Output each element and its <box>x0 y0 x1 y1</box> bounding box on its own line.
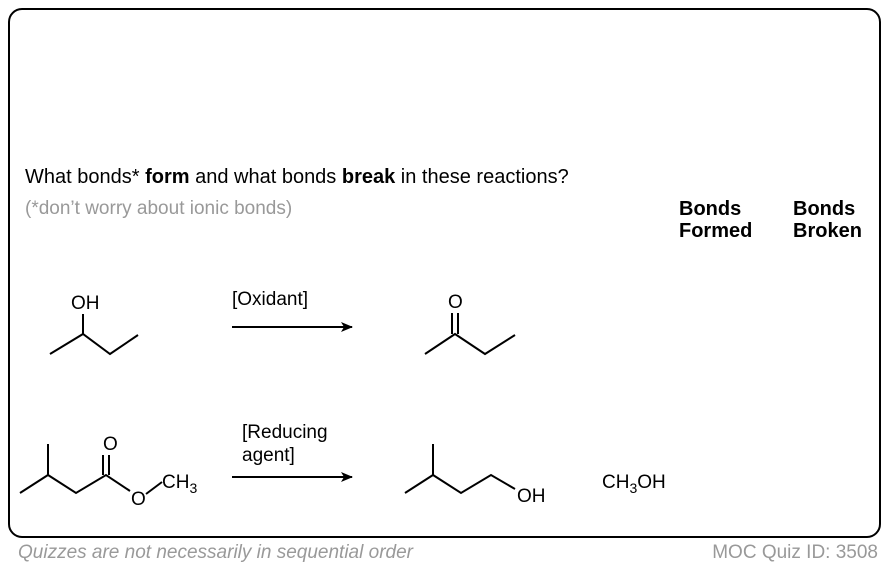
reaction2-methyl-ch: CH <box>162 472 189 493</box>
reaction2-product-alcohol <box>404 444 516 495</box>
quiz-frame <box>8 8 881 538</box>
reaction2-carbonyl-o-label: O <box>103 434 118 455</box>
reaction2-methyl-label: CH3 <box>162 472 197 496</box>
reaction2-reagent-line1: [Reducing <box>242 422 328 443</box>
bonds-broken-line1: Bonds <box>793 198 856 220</box>
question-part2: and what bonds <box>189 166 342 188</box>
reaction1-oh-label: OH <box>71 293 100 314</box>
methanol-ch: CH <box>602 472 629 493</box>
bonds-formed-line2: Formed <box>679 220 753 242</box>
question-part1: What bonds* <box>25 166 146 188</box>
footer-disclaimer: Quizzes are not necessarily in sequentia… <box>18 542 413 563</box>
question-break-keyword: break <box>341 166 396 188</box>
bonds-formed-header: Bonds Formed <box>679 198 752 242</box>
reaction2-ester-o-label: O <box>131 489 146 510</box>
methanol-byproduct: CH3OH <box>602 472 666 496</box>
reaction2-product-oh-label: OH <box>517 486 546 507</box>
ionic-bonds-note: (*don’t worry about ionic bonds) <box>25 198 293 219</box>
question-part3: in these reactions? <box>395 166 569 188</box>
footer-quiz-id: MOC Quiz ID: 3508 <box>712 542 878 563</box>
bonds-broken-header: Bonds Broken <box>793 198 862 242</box>
bonds-broken-line2: Broken <box>793 220 862 242</box>
reaction2-reactant-ester <box>19 444 163 495</box>
reaction1-product-2-butanone <box>424 313 516 356</box>
methanol-subscript: 3 <box>629 480 637 496</box>
reaction1-product-o-label: O <box>448 292 463 313</box>
question-text: What bonds* form and what bonds break in… <box>25 166 569 189</box>
methanol-oh: OH <box>637 472 666 493</box>
question-form-keyword: form <box>145 166 190 188</box>
reaction2-methyl-subscript: 3 <box>189 480 197 496</box>
bonds-formed-line1: Bonds <box>679 198 742 220</box>
reaction2-reagent-line2: agent] <box>242 445 295 466</box>
reaction1-reagent: [Oxidant] <box>232 289 308 310</box>
reaction1-reactant-2-butanol <box>49 314 139 356</box>
